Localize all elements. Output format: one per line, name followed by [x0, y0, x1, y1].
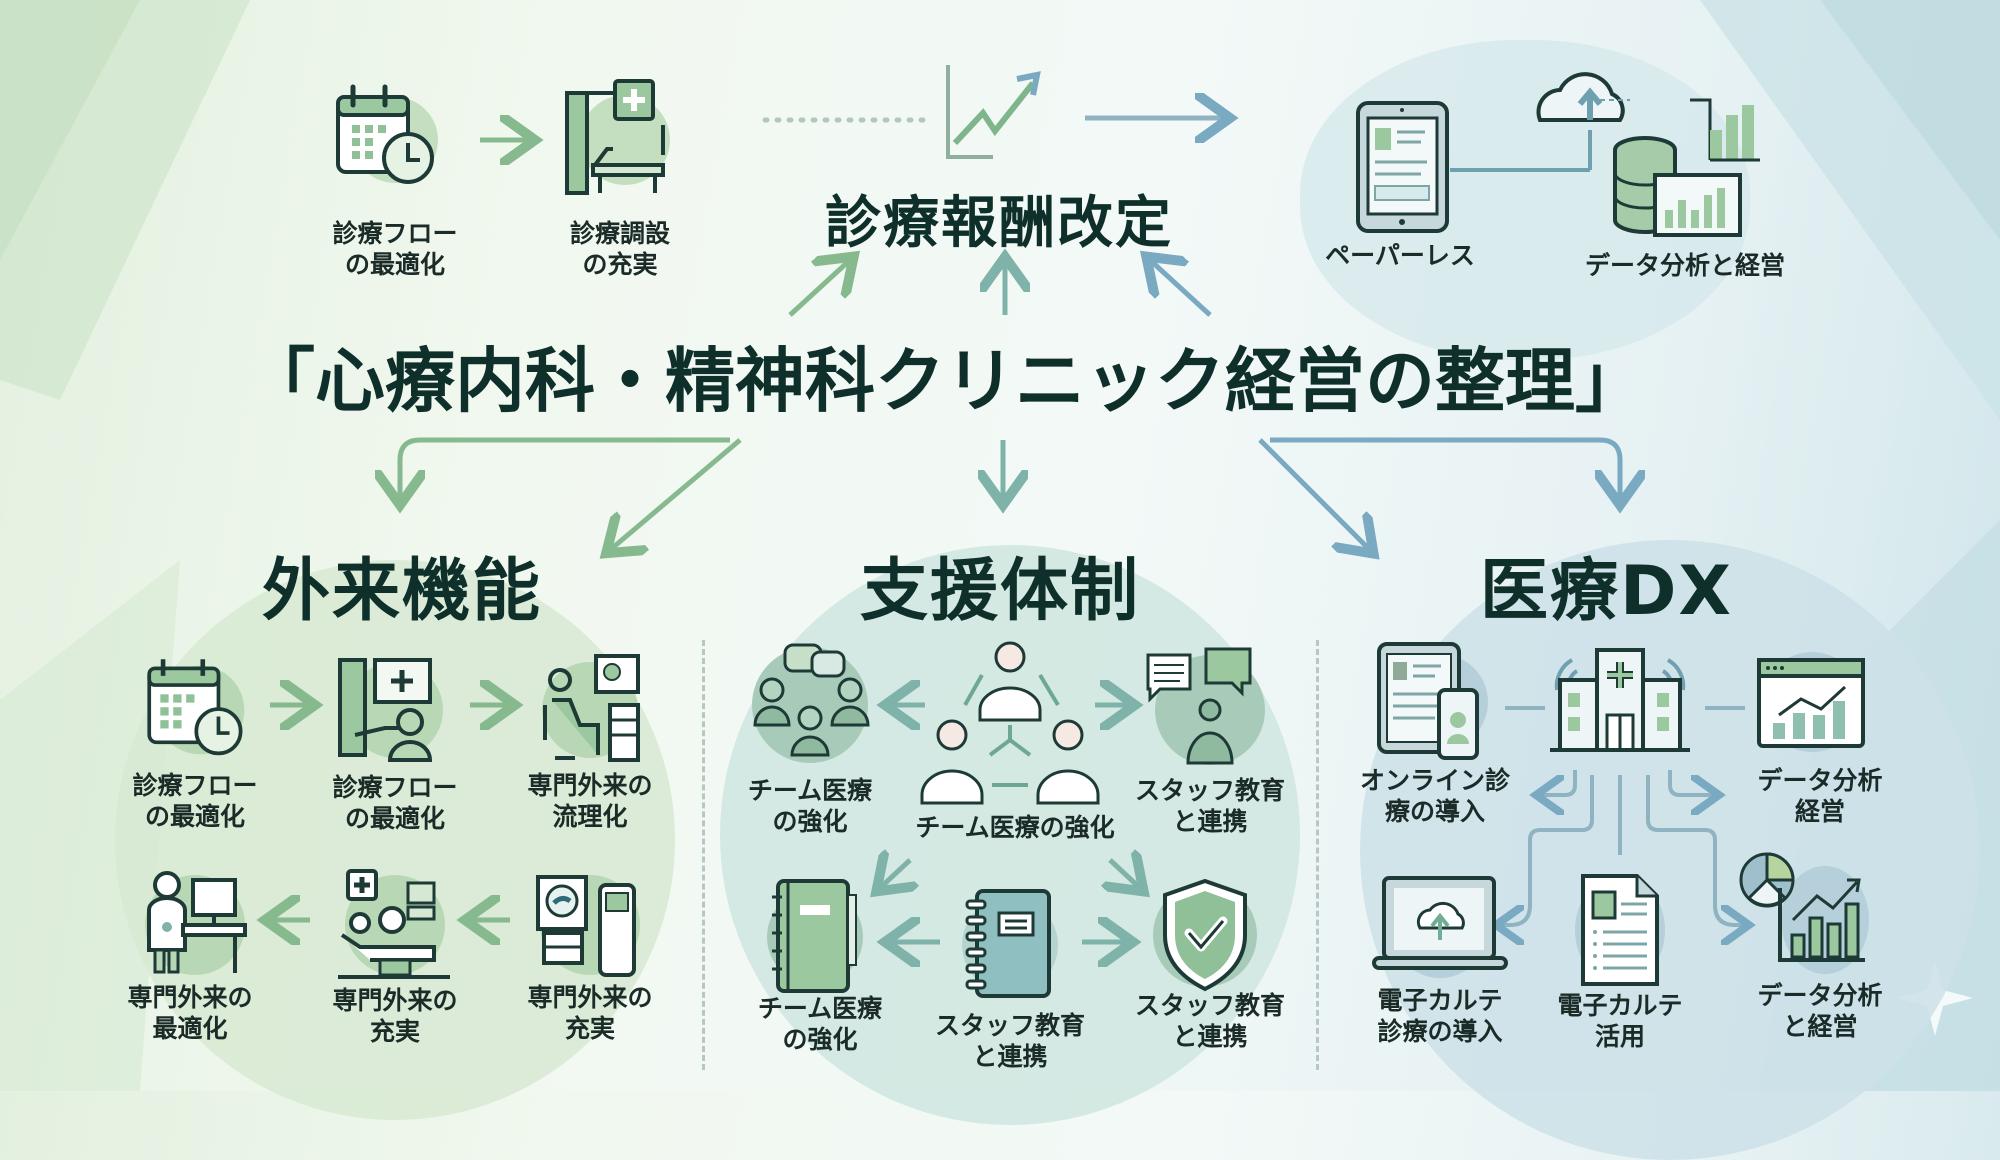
hospital-icon	[1550, 648, 1690, 752]
divider-right	[1316, 640, 1319, 1070]
patient-bed-icon	[338, 869, 450, 979]
outpatient-item-label: 専門外来の 充実	[527, 983, 653, 1044]
dx-item-label: オンライン診 療の導入	[1359, 766, 1510, 827]
outpatient-bg-circle	[115, 560, 675, 1120]
document-icon	[1575, 874, 1665, 986]
support-heading: 支援体制	[860, 552, 1141, 631]
tablet-document-icon	[1356, 101, 1449, 233]
desk-monitor-icon	[542, 654, 640, 762]
outpatient-item-label: 診療フロー の最適化	[332, 773, 458, 834]
outpatient-item-label: 診療フロー の最適化	[132, 771, 258, 832]
dx-item-label: データ分析 経営	[1757, 766, 1883, 827]
laptop-cloud-icon	[1372, 876, 1508, 978]
outpatient-item-label: 専門外来の 流理化	[527, 771, 653, 832]
calendar-clock-icon	[336, 84, 438, 184]
dx-item-label: 電子カルテ 診療の導入	[1377, 986, 1503, 1047]
divider-left	[702, 640, 705, 1070]
support-item-label: スタッフ教育 と連携	[1134, 991, 1285, 1052]
top-item-label: 診療フロー の最適化	[332, 219, 458, 280]
revision-heading: 診療報酬改定	[825, 191, 1173, 256]
dx-heading: 医療DX	[1480, 552, 1733, 631]
exam-room-icon	[565, 79, 670, 195]
top-item-label: 診療調設 の充実	[569, 219, 670, 280]
doctors-network-icon	[920, 641, 1100, 805]
main-title: 「心療内科・精神科クリニック経営の整理」	[245, 340, 1645, 422]
cloud-database-chart-icon	[1450, 72, 1760, 237]
shield-check-icon	[1153, 878, 1257, 992]
dx-item-label: 電子カルテ 活用	[1557, 991, 1683, 1052]
support-item-label: チーム医療 の強化	[747, 776, 873, 837]
browser-chart-icon	[1757, 652, 1865, 752]
data-analysis-label: データ分析と経営	[1584, 251, 1785, 280]
support-item-label: チーム医療 の強化	[757, 994, 883, 1055]
pie-bar-chart-icon	[1739, 852, 1869, 974]
paperless-label: ペーパーレス	[1325, 241, 1475, 270]
support-item-label: チーム医療の強化	[915, 813, 1115, 842]
staff-speech-icon	[1146, 647, 1265, 765]
calendar-clock-icon	[147, 659, 245, 756]
dx-item-label: データ分析 と経営	[1757, 981, 1883, 1042]
medical-device-icon	[536, 875, 640, 977]
binder-icon	[767, 879, 863, 993]
connector-arrows	[0, 0, 2000, 1091]
doctor-desk-icon	[145, 871, 247, 975]
support-item-label: スタッフ教育 と連携	[1134, 776, 1285, 837]
support-item-label: スタッフ教育 と連携	[934, 1011, 1085, 1072]
exam-room-icon	[338, 658, 443, 762]
dx-bg-circle	[1360, 540, 1980, 1160]
trend-chart-icon	[946, 65, 1041, 159]
outpatient-item-label: 専門外来の 充実	[332, 986, 458, 1047]
outpatient-heading: 外来機能	[262, 552, 543, 631]
notebook-icon	[962, 889, 1058, 998]
tablet-phone-icon	[1377, 642, 1488, 760]
team-chat-icon	[752, 643, 870, 763]
outpatient-item-label: 専門外来の 最適化	[127, 983, 253, 1044]
